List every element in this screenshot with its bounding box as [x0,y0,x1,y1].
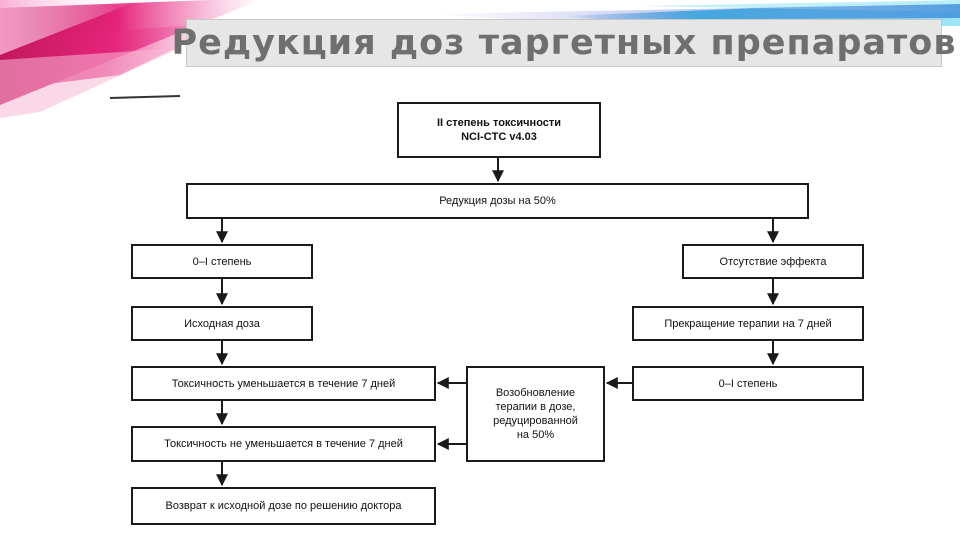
node-stop-therapy-label: Прекращение терапии на 7 дней [664,317,832,330]
node-tox-decreases-label: Токсичность уменьшается в течение 7 дней [171,377,396,390]
pink-haze [0,48,180,118]
blue-streak [430,4,960,20]
node-grade2-line2: NCI-CTC v4.03 [461,131,537,143]
node-stop-therapy: Прекращение терапии на 7 дней [632,306,864,341]
node-initial-dose: Исходная доза [131,306,313,341]
node-resume-line3: редуцированной [493,415,578,427]
dark-streak-line [109,95,181,99]
node-grade2-line1: II степень токсичности [436,117,562,129]
node-grade01-right: 0–I степень [632,366,864,401]
slide-title: Редукция доз таргетных препаратов [171,23,957,63]
node-resume-line1: Возобновление [495,387,576,399]
node-tox-not-decreases-label: Токсичность не уменьшается в течение 7 д… [164,438,403,450]
node-grade01-left-label: 0–I степень [192,255,252,268]
node-initial-dose-label: Исходная доза [184,317,260,330]
node-grade01-right-label: 0–I степень [718,377,778,390]
node-resume-line2: терапии в дозе, [495,401,576,413]
node-return-initial-label: Возврат к исходной дозе по решению докто… [165,500,402,512]
node-grade2-toxicity: II степень токсичности NCI-CTC v4.03 [397,102,601,158]
node-grade01-left: 0–I степень [131,244,313,279]
node-resume-therapy: Возобновление терапии в дозе, редуцирова… [466,366,605,462]
title-banner: Редукция доз таргетных препаратов [172,19,956,67]
node-no-effect: Отсутствие эффекта [682,244,864,279]
node-tox-decreases: Токсичность уменьшается в течение 7 дней [131,366,436,401]
node-reduce-50: Редукция дозы на 50% [186,183,809,219]
pink-streak [0,0,140,55]
node-tox-not-decreases: Токсичность не уменьшается в течение 7 д… [131,426,436,462]
node-no-effect-label: Отсутствие эффекта [719,255,827,268]
node-resume-line4: на 50% [516,429,555,441]
node-return-initial: Возврат к исходной дозе по решению докто… [131,487,436,525]
node-reduce-50-label: Редукция дозы на 50% [439,195,556,207]
